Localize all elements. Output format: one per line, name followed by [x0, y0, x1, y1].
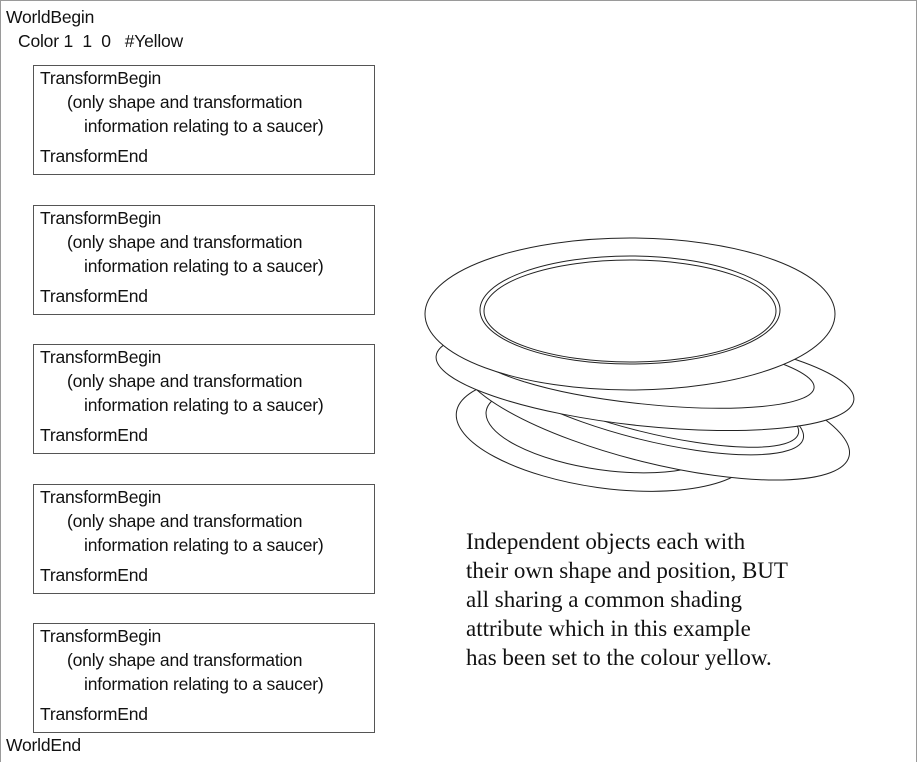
transform-info-line-1: (only shape and transformation [67, 92, 303, 112]
transform-info-line-1: (only shape and transformation [67, 650, 303, 670]
transform-begin-label: TransformBegin [40, 487, 162, 507]
transform-begin-label: TransformBegin [40, 68, 162, 88]
transform-info-line-2: information relating to a saucer) [84, 116, 324, 136]
caption-text: Independent objects each with their own … [466, 527, 886, 672]
transform-info-line-2: information relating to a saucer) [84, 535, 324, 555]
transform-info-line-2: information relating to a saucer) [84, 256, 324, 276]
transform-block-2: TransformBegin (only shape and transform… [33, 205, 375, 315]
transform-begin-label: TransformBegin [40, 208, 162, 228]
color-statement: Color 1 1 0 #Yellow [18, 31, 183, 51]
transform-info-line-2: information relating to a saucer) [84, 395, 324, 415]
transform-info-line-1: (only shape and transformation [67, 232, 303, 252]
transform-end-label: TransformEnd [40, 704, 148, 724]
transform-begin-label: TransformBegin [40, 626, 162, 646]
world-end-label: WorldEnd [6, 735, 81, 755]
transform-block-5: TransformBegin (only shape and transform… [33, 623, 375, 733]
transform-end-label: TransformEnd [40, 425, 148, 445]
stacked-saucers-illustration [424, 237, 855, 492]
world-begin-label: WorldBegin [6, 7, 95, 27]
transform-block-4: TransformBegin (only shape and transform… [33, 484, 375, 594]
transform-block-1: TransformBegin (only shape and transform… [33, 65, 375, 175]
transform-info-line-1: (only shape and transformation [67, 511, 303, 531]
transform-end-label: TransformEnd [40, 565, 148, 585]
caption-line-5: has been set to the colour yellow. [466, 645, 772, 670]
transform-begin-label: TransformBegin [40, 347, 162, 367]
caption-line-1: Independent objects each with [466, 529, 746, 554]
caption-line-3: all sharing a common shading [466, 587, 742, 612]
transform-info-line-2: information relating to a saucer) [84, 674, 324, 694]
caption-line-4: attribute which in this example [466, 616, 751, 641]
transform-end-label: TransformEnd [40, 286, 148, 306]
saucer-top [424, 237, 836, 391]
transform-info-line-1: (only shape and transformation [67, 371, 303, 391]
transform-end-label: TransformEnd [40, 146, 148, 166]
caption-line-2: their own shape and position, BUT [466, 558, 788, 583]
transform-block-3: TransformBegin (only shape and transform… [33, 344, 375, 454]
